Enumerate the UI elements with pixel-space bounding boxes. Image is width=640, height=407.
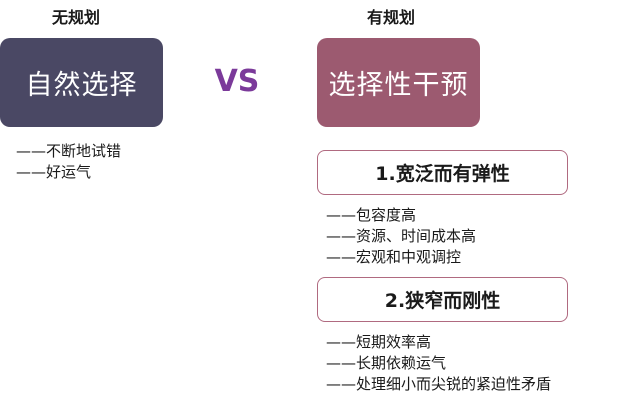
section-box-broad: 1.宽泛而有弹性	[317, 150, 568, 195]
section-box-narrow: 2.狭窄而刚性	[317, 277, 568, 322]
narrow-item-list: ——短期效率高 ——长期依赖运气 ——处理细小而尖锐的紧迫性矛盾	[326, 332, 551, 395]
selective-intervention-label: 选择性干预	[328, 70, 469, 101]
natural-selection-label: 自然选择	[25, 70, 138, 101]
selective-intervention-box: 选择性干预	[317, 38, 480, 127]
left-heading: 无规划	[52, 8, 101, 27]
right-heading: 有规划	[367, 8, 416, 27]
narrow-item: ——处理细小而尖锐的紧迫性矛盾	[326, 375, 552, 393]
natural-selection-box: 自然选择	[0, 38, 163, 127]
vs-label: VS	[214, 64, 260, 99]
broad-item: ——宏观和中观调控	[326, 248, 462, 266]
left-item: ——不断地试错	[16, 142, 122, 160]
broad-item: ——资源、时间成本高	[326, 227, 477, 245]
broad-item-list: ——包容度高 ——资源、时间成本高 ——宏观和中观调控	[326, 205, 476, 268]
narrow-item: ——短期效率高	[326, 333, 432, 351]
broad-item: ——包容度高	[326, 206, 417, 224]
section-title: 1.宽泛而有弹性	[375, 163, 510, 185]
narrow-item: ——长期依赖运气	[326, 354, 447, 372]
left-item: ——好运气	[16, 163, 92, 181]
section-title: 2.狭窄而刚性	[384, 290, 501, 312]
left-item-list: ——不断地试错 ——好运气	[16, 141, 121, 183]
